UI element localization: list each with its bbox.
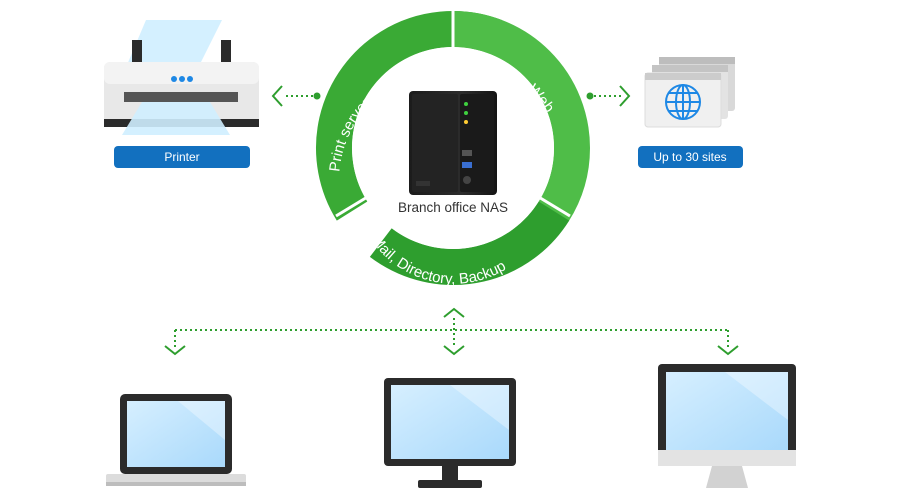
web-badge-label: Up to 30 sites [653, 150, 726, 164]
chevron-right-icon [619, 85, 631, 107]
imac-icon [658, 364, 796, 488]
printer-badge: Printer [114, 146, 250, 168]
chevron-left-icon [271, 85, 283, 107]
chevron-down-icon [717, 345, 739, 356]
printer-icon [104, 20, 259, 135]
web-connector [586, 85, 631, 107]
ring-separator [335, 194, 370, 218]
web-badge: Up to 30 sites [638, 146, 743, 168]
chevron-down-icon [443, 345, 465, 356]
chevron-down-icon [164, 345, 186, 356]
nas-device-icon [409, 91, 497, 195]
web-windows-icon [644, 57, 735, 128]
ring-separator [536, 194, 571, 218]
ring-segment-mail [316, 11, 590, 285]
printer-badge-label: Printer [164, 150, 199, 164]
chevron-up-icon [443, 307, 465, 318]
laptop-icon [106, 394, 246, 486]
client-connector [164, 307, 739, 356]
monitor-icon [384, 378, 516, 488]
globe-icon [665, 84, 701, 120]
printer-connector [271, 85, 321, 107]
ring-segment-print-server [316, 11, 590, 285]
nas-label: Branch office NAS [398, 200, 508, 215]
